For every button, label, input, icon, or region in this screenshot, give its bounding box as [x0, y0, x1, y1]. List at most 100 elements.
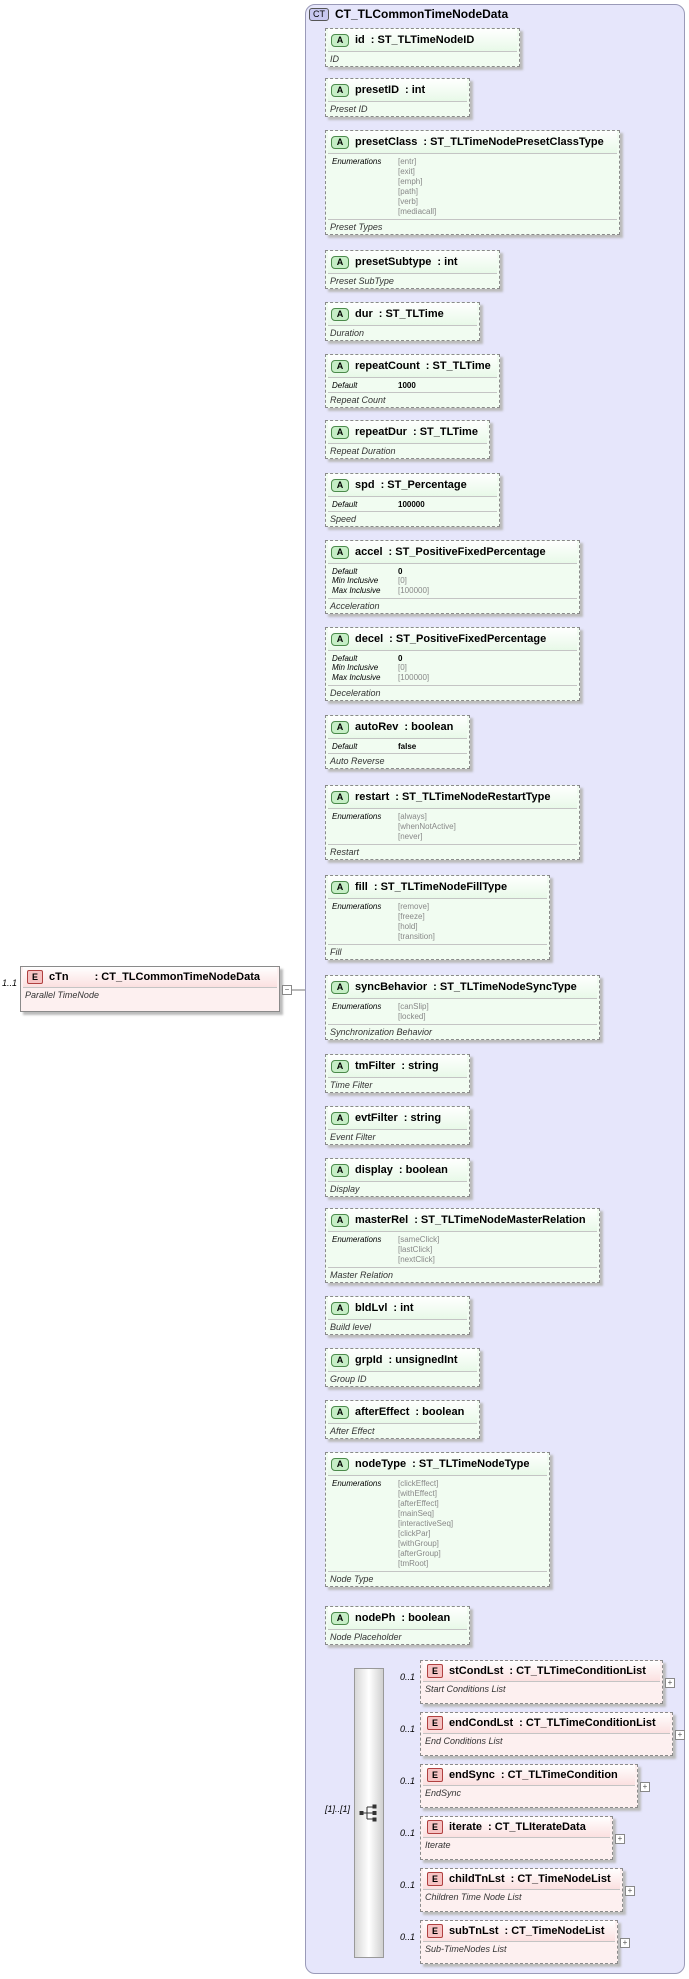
collapse-toggle[interactable]: − [282, 985, 292, 995]
attribute-badge-icon: A [331, 255, 349, 269]
attribute-doc: Synchronization Behavior [330, 1027, 433, 1037]
attribute-doc: Display [330, 1184, 360, 1194]
attribute-doc: Deceleration [330, 688, 381, 698]
attribute-badge-icon: A [331, 980, 349, 994]
sequence-compositor[interactable] [354, 1668, 384, 1958]
facet-values: [entr][exit][emph][path][verb][mediacall… [398, 157, 436, 217]
attribute-name: restart [355, 791, 390, 803]
attribute-name: id [355, 34, 365, 46]
element-badge: E [427, 1872, 443, 1886]
expand-toggle[interactable]: + [625, 1886, 635, 1896]
attribute-badge-icon: A [331, 1111, 349, 1125]
attribute-name: afterEffect [355, 1406, 410, 1418]
attribute-badge-icon: A [331, 1163, 349, 1177]
facet-label: Enumerations [332, 157, 382, 166]
attribute-doc: ID [330, 54, 339, 64]
attribute-doc: Group ID [330, 1374, 367, 1384]
facet-row: Enumerations[remove][freeze][hold][trans… [332, 902, 543, 942]
attribute-name: decel [355, 633, 384, 645]
attribute-doc: Duration [330, 328, 365, 338]
facet-value: [whenNotActive] [398, 822, 456, 831]
complex-type-name[interactable]: CT_TLCommonTimeNodeData [335, 7, 509, 21]
facet-value: [mainSeq] [398, 1509, 435, 1518]
child-element-type: : CT_TLTimeCondition [500, 1769, 618, 1781]
attribute-badge-icon: A [331, 425, 349, 439]
child-element-doc: EndSync [425, 1788, 462, 1798]
root-element-ctn[interactable]: E cTn : CT_TLCommonTimeNodeData Parallel… [20, 966, 280, 1012]
facet-value: [canSlip] [398, 1002, 429, 1011]
facet-value: [transition] [398, 932, 435, 941]
facet-label: Default [332, 654, 358, 663]
facet-values: 0 [398, 567, 402, 576]
expand-toggle[interactable]: + [615, 1834, 625, 1844]
expand-toggle[interactable]: + [640, 1782, 650, 1792]
child-cardinality: 0..1 [400, 1724, 416, 1734]
root-cardinality: 1..1 [2, 978, 18, 988]
attribute-badge-icon: A [331, 1353, 349, 1367]
child-cardinality: 0..1 [400, 1672, 416, 1682]
facet-value: [emph] [398, 177, 423, 186]
attribute-type: : boolean [401, 1612, 451, 1624]
attribute-doc: Preset Types [330, 222, 383, 232]
expand-toggle[interactable]: + [620, 1938, 630, 1948]
attribute-badge-icon: A [331, 880, 349, 894]
attribute-type: : boolean [398, 1164, 448, 1176]
child-element-doc: Iterate [425, 1840, 451, 1850]
attribute-doc: Repeat Count [330, 395, 386, 405]
expand-toggle[interactable]: + [675, 1730, 685, 1740]
child-element-name: endSync [449, 1769, 495, 1781]
attribute-name: grpId [355, 1354, 383, 1366]
facet-row: Enumerations[always][whenNotActive][neve… [332, 812, 573, 842]
child-element-doc: Children Time Node List [425, 1892, 522, 1902]
facet-values: [0] [398, 663, 407, 673]
expand-toggle[interactable]: + [665, 1678, 675, 1688]
facet-values: [always][whenNotActive][never] [398, 812, 456, 842]
facet-label: Min Inclusive [332, 663, 379, 672]
facet-value: 100000 [398, 500, 425, 509]
facet-values: [canSlip][locked] [398, 1002, 429, 1022]
element-badge: E [427, 1924, 443, 1938]
attribute-name: autoRev [355, 721, 399, 733]
facet-value: [exit] [398, 167, 415, 176]
